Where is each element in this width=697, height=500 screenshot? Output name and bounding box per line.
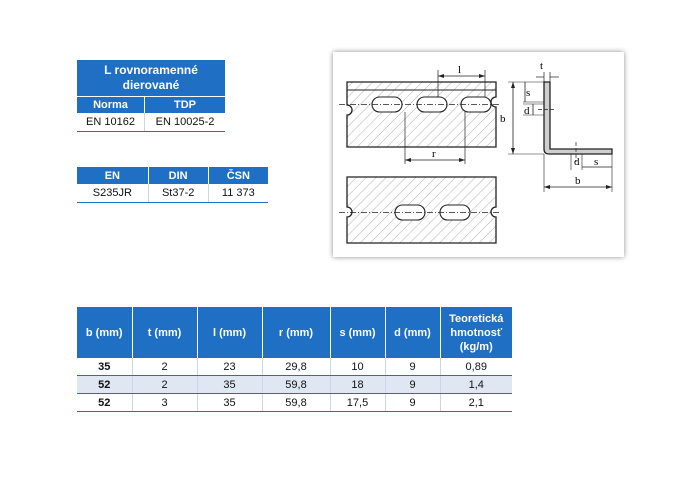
table-row: 52 2 35 59,8 18 9 1,4 <box>77 375 512 394</box>
dimensions-table: b (mm) t (mm) l (mm) r (mm) s (mm) d (mm… <box>77 307 512 412</box>
cell-b: 35 <box>77 358 133 376</box>
cell-t: 3 <box>132 393 198 412</box>
cell-l: 35 <box>197 375 263 394</box>
cell-s: 10 <box>330 358 386 376</box>
cell-b: 52 <box>77 393 133 412</box>
header-t: t (mm) <box>132 307 198 358</box>
header-din: DIN <box>148 167 209 184</box>
cell-t: 2 <box>132 358 198 376</box>
cell-l: 35 <box>197 393 263 412</box>
label-s-vertical: s <box>526 87 530 99</box>
label-d-vertical: d <box>524 105 530 117</box>
cell-weight: 0,89 <box>440 358 512 376</box>
label-t: t <box>540 60 543 72</box>
technical-drawing: l r <box>333 52 624 257</box>
cell-weight: 2,1 <box>440 393 512 412</box>
cell-r: 59,8 <box>262 375 331 394</box>
header-r: r (mm) <box>262 307 331 358</box>
cell-l: 23 <box>197 358 263 376</box>
cell-d: 9 <box>385 375 441 394</box>
table-row: 35 2 23 29,8 10 9 0,89 <box>77 358 512 376</box>
header-norma: Norma <box>77 96 146 113</box>
cell-t: 2 <box>132 375 198 394</box>
product-title: L rovnoramenné dierované <box>77 60 225 97</box>
cell-r: 29,8 <box>262 358 331 376</box>
label-s-horizontal: s <box>594 156 598 168</box>
label-b-vertical: b <box>500 113 506 125</box>
material-table: EN DIN ČSN S235JR St37-2 11 373 <box>77 167 268 203</box>
top-plate-view <box>339 70 501 164</box>
header-weight: Teoretická hmotnosť (kg/m) <box>440 307 512 358</box>
cell-en: S235JR <box>77 184 149 203</box>
label-d-horizontal: d <box>574 156 580 168</box>
header-en: EN <box>77 167 149 184</box>
header-csn: ČSN <box>208 167 268 184</box>
label-b-horizontal: b <box>575 175 581 187</box>
cell-din: St37-2 <box>148 184 209 203</box>
angle-profile-drawing: l r <box>339 60 613 244</box>
cell-csn: 11 373 <box>208 184 268 203</box>
product-table: L rovnoramenné dierované Norma TDP EN 10… <box>77 60 225 132</box>
cell-weight: 1,4 <box>440 375 512 394</box>
label-r: r <box>432 148 436 160</box>
header-l: l (mm) <box>197 307 263 358</box>
cell-d: 9 <box>385 393 441 412</box>
label-l: l <box>458 64 461 76</box>
header-tdp: TDP <box>144 96 225 113</box>
cell-d: 9 <box>385 358 441 376</box>
bottom-plate-view <box>339 176 501 244</box>
table-row: 52 3 35 59,8 17,5 9 2,1 <box>77 393 512 412</box>
cell-r: 59,8 <box>262 393 331 412</box>
cell-b: 52 <box>77 375 133 394</box>
cell-norma: EN 10162 <box>77 113 146 132</box>
header-b: b (mm) <box>77 307 133 358</box>
cell-s: 17,5 <box>330 393 386 412</box>
cell-s: 18 <box>330 375 386 394</box>
cell-tdp: EN 10025-2 <box>144 113 225 132</box>
header-d: d (mm) <box>385 307 441 358</box>
l-section-view <box>508 72 613 192</box>
header-s: s (mm) <box>330 307 386 358</box>
